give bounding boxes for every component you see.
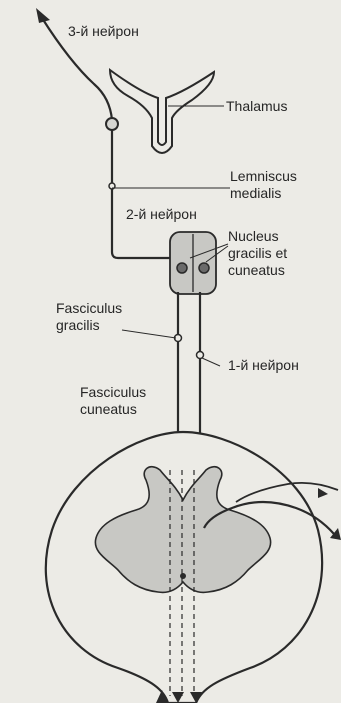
cuneatus-marker <box>197 352 204 359</box>
dorsal-root-arrowhead <box>318 488 328 498</box>
label-nucleus-line1: Nucleus <box>228 228 287 245</box>
label-neuron2: 2-й нейрон <box>126 206 197 223</box>
nucleus-cell-left <box>177 263 187 273</box>
label-lemniscus-line2: medialis <box>230 185 297 202</box>
label-fasc-gracilis-line1: Fasciculus <box>56 300 122 317</box>
central-canal <box>180 573 186 579</box>
label-fasc-gracilis-line2: gracilis <box>56 317 122 334</box>
label-neuron3: 3-й нейрон <box>68 23 139 40</box>
label-fasciculus-gracilis: Fasciculus gracilis <box>56 300 122 334</box>
gracilis-pointer <box>122 330 176 338</box>
label-lemniscus-line1: Lemniscus <box>230 168 297 185</box>
label-neuron1: 1-й нейрон <box>228 357 299 374</box>
label-fasc-cuneatus-line1: Fasciculus <box>80 384 146 401</box>
thalamus-shape <box>110 70 214 153</box>
label-lemniscus-medialis: Lemniscus medialis <box>230 168 297 202</box>
neuron3-arrowhead <box>36 8 50 23</box>
nucleus-cell-right <box>199 263 209 273</box>
neuron1-pointer <box>202 358 220 366</box>
thalamus-nucleus-cell <box>106 118 118 130</box>
label-fasciculus-cuneatus: Fasciculus cuneatus <box>80 384 146 418</box>
incoming-arrowhead <box>330 528 341 540</box>
label-nucleus-line3: cuneatus <box>228 262 287 279</box>
label-thalamus: Thalamus <box>226 98 287 115</box>
label-fasc-cuneatus-line2: cuneatus <box>80 401 146 418</box>
label-nucleus: Nucleus gracilis et cuneatus <box>228 228 287 279</box>
label-nucleus-line2: gracilis et <box>228 245 287 262</box>
